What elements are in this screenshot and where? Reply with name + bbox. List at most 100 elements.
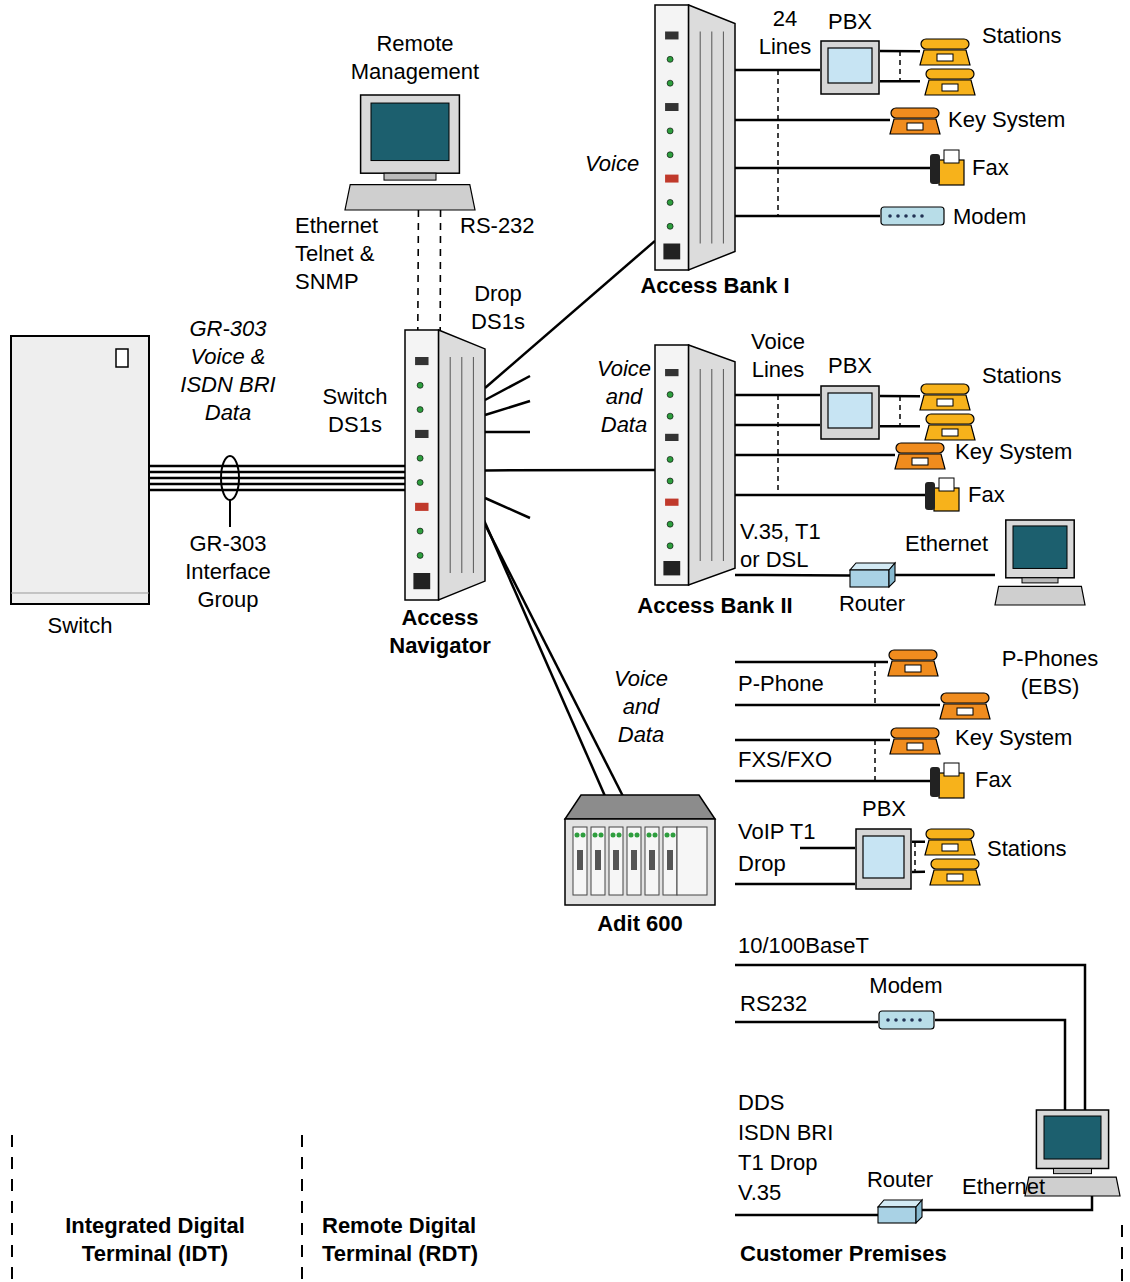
device-label: Modem (953, 203, 1026, 231)
router-box: Router (878, 1200, 922, 1224)
device-drawing (930, 763, 965, 799)
device-label: Key System (948, 106, 1065, 134)
device-drawing (920, 380, 975, 440)
pbx-box: PBX (855, 828, 912, 890)
device-drawing (820, 40, 880, 95)
phone-icon (890, 108, 940, 134)
annotation-label: Voice and Data (592, 355, 656, 439)
annotation-label: Ethernet (962, 1173, 1045, 1201)
phone-icon (920, 39, 970, 65)
annotation-label: DDS ISDN BRI T1 Drop V.35 (738, 1088, 840, 1208)
device-label: Adit 600 (565, 910, 715, 938)
device-drawing (655, 345, 735, 585)
device-drawing (878, 1008, 935, 1032)
device-drawing (565, 795, 715, 905)
device-label: PBX (815, 352, 885, 380)
modem-box: Modem (880, 204, 945, 228)
management-link (417, 210, 419, 330)
phone-icon (925, 829, 975, 855)
circuit-line (485, 524, 624, 797)
device-label: Access Bank II (590, 592, 840, 620)
device-drawing (10, 335, 150, 605)
device-drawing (345, 95, 475, 210)
device-label: Stations (982, 362, 1062, 390)
device-label: P-Phones (EBS) (985, 645, 1115, 701)
device-drawing (850, 563, 895, 588)
device-drawing (925, 825, 980, 885)
management-link (439, 210, 441, 330)
station-phones: Stations (925, 825, 980, 885)
annotation-label: 24 Lines (752, 5, 818, 61)
device-label: Key System (955, 724, 1072, 752)
fax-machine: Fax (930, 150, 965, 186)
circuit-line (880, 50, 920, 53)
annotation-label: Drop DS1s (456, 280, 540, 336)
device-drawing (890, 105, 940, 135)
access-bank: Access Bank II (655, 345, 735, 585)
circuit-line (735, 494, 925, 497)
device-label: Router (832, 590, 912, 618)
device-drawing (405, 330, 485, 600)
device-drawing (920, 35, 975, 95)
device-drawing (885, 640, 990, 720)
circuit-line (735, 119, 890, 122)
device-label: Stations (987, 835, 1067, 863)
phone-icon (925, 69, 975, 95)
station-phones: Stations (920, 380, 975, 440)
annotation-label: Voice (585, 150, 655, 178)
device-label: Stations (982, 22, 1062, 50)
circuit-line (150, 465, 405, 468)
phone-icon (890, 728, 940, 754)
annotation-label: VoIP T1 Drop (738, 816, 818, 880)
annotation-label: GR-303 Interface Group (172, 530, 284, 614)
device-drawing (820, 385, 880, 440)
circuit-line (912, 840, 925, 843)
device-label: Fax (968, 481, 1005, 509)
device-drawing (895, 440, 945, 470)
phone-icon (930, 859, 980, 885)
device-label: Router (860, 1166, 940, 1194)
circuit-line (735, 454, 895, 457)
annotation-label: FXS/FXO (738, 746, 832, 774)
circuit-line (150, 471, 405, 474)
annotation-label: GR-303 Voice & ISDN BRI Data (172, 315, 284, 427)
circuit-line (735, 574, 850, 577)
device-label: PBX (848, 795, 920, 823)
device-drawing (878, 1200, 922, 1224)
key-system-phone: Key System (895, 440, 945, 470)
phone-icon (920, 384, 970, 410)
circuit-line (485, 469, 655, 472)
computer-icon (345, 95, 475, 210)
router-box: Router (850, 563, 895, 588)
pbx-box: PBX (820, 385, 880, 440)
device-label: Modem (866, 972, 946, 1000)
device-label: Access Navigator (375, 604, 505, 660)
circuit-line (880, 395, 920, 398)
device-label: Access Bank I (590, 272, 840, 300)
fax-machine: Fax (925, 478, 960, 512)
annotation-label: RS-232 (460, 212, 535, 240)
management-computer: Remote Management (345, 95, 475, 210)
circuit-line (735, 424, 820, 427)
device-drawing (930, 150, 965, 186)
device-label: Fax (972, 154, 1009, 182)
annotation-label: Voice and Data (604, 665, 678, 749)
phone-icon (925, 414, 975, 440)
annotation-label: Integrated Digital Terminal (IDT) (30, 1212, 280, 1268)
device-drawing (890, 725, 940, 755)
circuit-line (880, 80, 920, 83)
annotation-label: Voice Lines (738, 328, 818, 384)
device-label: PBX (815, 8, 885, 36)
circuit-line (150, 483, 405, 486)
device-label: Fax (975, 766, 1012, 794)
adit-600-chassis: Adit 600 (565, 795, 715, 905)
switch-cabinet: Switch (10, 335, 150, 605)
phone-icon (895, 443, 945, 469)
circuit-line (735, 215, 880, 218)
access-bank: Access Bank I (655, 5, 735, 270)
station-phones: Stations (920, 35, 975, 95)
annotation-label: 10/100BaseT (738, 932, 869, 960)
